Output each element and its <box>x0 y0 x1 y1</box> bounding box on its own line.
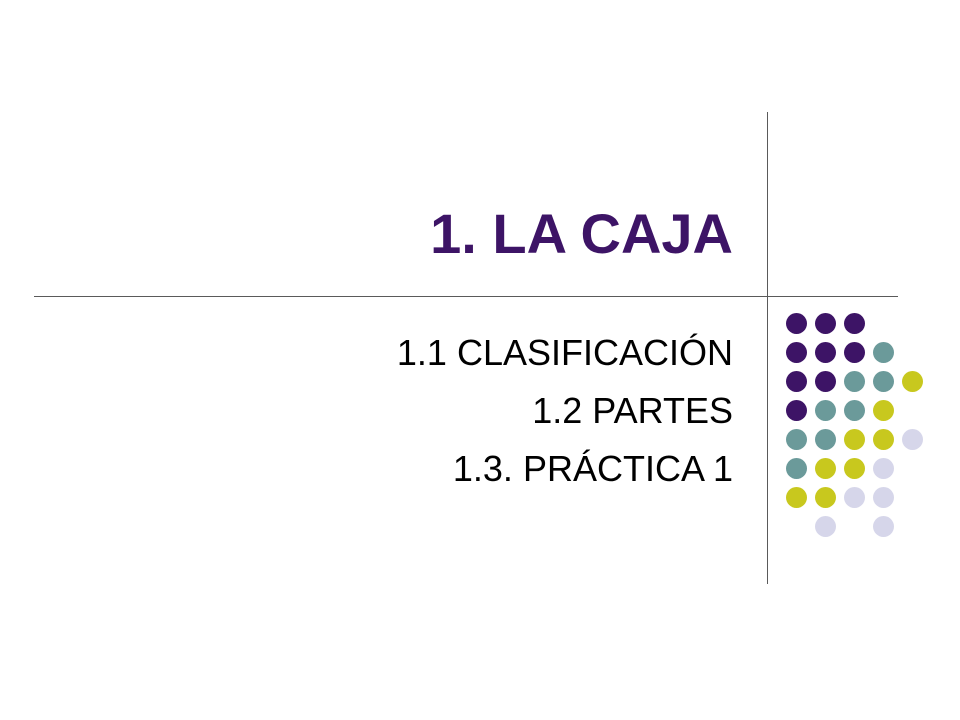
dot-purple-r1-c2 <box>844 342 865 363</box>
dot-lavender-r4-c4 <box>902 429 923 450</box>
dot-yellow-r4-c2 <box>844 429 865 450</box>
dot-purple-r2-c0 <box>786 371 807 392</box>
dot-teal-r2-c2 <box>844 371 865 392</box>
dot-yellow-r6-c0 <box>786 487 807 508</box>
dot-teal-r2-c3 <box>873 371 894 392</box>
slide-title: 1. LA CAJA <box>430 202 733 265</box>
dot-purple-r3-c0 <box>786 400 807 421</box>
topic-item-practica: 1.3. PRÁCTICA 1 <box>452 448 733 489</box>
dot-teal-r4-c1 <box>815 429 836 450</box>
dot-lavender-r7-c1 <box>815 516 836 537</box>
dot-yellow-r5-c1 <box>815 458 836 479</box>
dot-yellow-r3-c3 <box>873 400 894 421</box>
dot-purple-r1-c1 <box>815 342 836 363</box>
dot-purple-r0-c2 <box>844 313 865 334</box>
dot-yellow-r2-c4 <box>902 371 923 392</box>
vertical-divider <box>767 112 768 584</box>
dot-purple-r0-c1 <box>815 313 836 334</box>
dot-lavender-r7-c3 <box>873 516 894 537</box>
dot-yellow-r4-c3 <box>873 429 894 450</box>
topic-list: 1.1 CLASIFICACIÓN 1.2 PARTES 1.3. PRÁCTI… <box>397 324 733 498</box>
dot-teal-r5-c0 <box>786 458 807 479</box>
topic-item-partes: 1.2 PARTES <box>532 390 733 431</box>
dot-lavender-r6-c3 <box>873 487 894 508</box>
dot-lavender-r6-c2 <box>844 487 865 508</box>
dot-yellow-r5-c2 <box>844 458 865 479</box>
dot-purple-r2-c1 <box>815 371 836 392</box>
dot-teal-r1-c3 <box>873 342 894 363</box>
dot-teal-r3-c2 <box>844 400 865 421</box>
dot-lavender-r5-c3 <box>873 458 894 479</box>
dot-purple-r1-c0 <box>786 342 807 363</box>
dot-teal-r4-c0 <box>786 429 807 450</box>
dot-purple-r0-c0 <box>786 313 807 334</box>
topic-item-clasificacion: 1.1 CLASIFICACIÓN <box>396 332 733 373</box>
dot-grid-decoration <box>786 313 926 553</box>
horizontal-divider <box>34 296 898 297</box>
dot-teal-r3-c1 <box>815 400 836 421</box>
dot-yellow-r6-c1 <box>815 487 836 508</box>
